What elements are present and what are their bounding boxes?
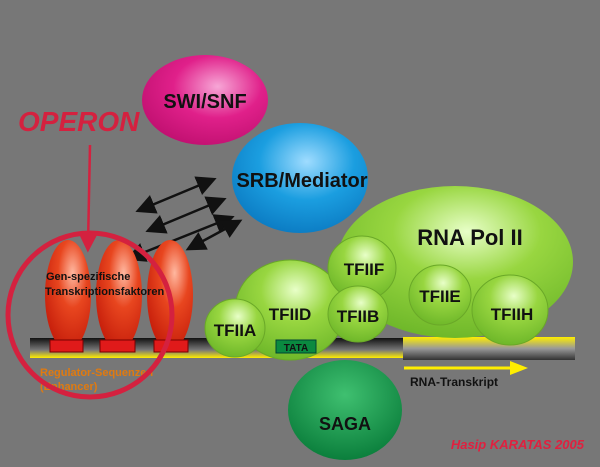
tfiih xyxy=(471,274,549,346)
author-credit: Hasip KARATAS 2005 xyxy=(451,437,585,452)
transcription-factors-label: Transkriptionsfaktoren xyxy=(45,286,164,298)
double-arrow xyxy=(185,219,243,251)
transcribed-region xyxy=(403,337,575,360)
transcription-factor xyxy=(96,240,142,350)
tfiie xyxy=(408,264,472,326)
interaction-arrows xyxy=(125,176,243,262)
saga-complex xyxy=(288,360,402,460)
rna-transcript-label: RNA-Transkript xyxy=(410,375,498,389)
operon-label: OPERON xyxy=(18,106,140,137)
regulator-sequences-label: Regulator-Sequenzen xyxy=(40,367,153,379)
rna-pol-ii-label: RNA Pol II xyxy=(417,225,523,250)
tfiie-label: TFIIE xyxy=(419,287,461,306)
operon-arrow xyxy=(78,144,99,253)
tfiif-label: TFIIF xyxy=(344,260,385,279)
tfiia-label: TFIIA xyxy=(214,321,257,340)
transcript-arrow-head xyxy=(510,361,528,375)
tfiih-label: TFIIH xyxy=(491,305,534,324)
tfiib-label: TFIIB xyxy=(337,307,380,326)
srb-mediator-label: SRB/Mediator xyxy=(236,170,367,192)
swi-snf-complex xyxy=(142,55,268,145)
tfiib xyxy=(327,285,389,343)
regulator-box xyxy=(153,339,189,353)
tfiia xyxy=(204,298,266,358)
saga-label: SAGA xyxy=(319,414,371,434)
swi-snf-label: SWI/SNF xyxy=(163,91,246,113)
srb-mediator-complex xyxy=(232,123,368,233)
tata-label: TATA xyxy=(284,343,308,354)
tata-box xyxy=(275,339,317,354)
transcription-factor xyxy=(45,240,91,350)
tfiid-label: TFIID xyxy=(269,305,312,324)
regulator-box xyxy=(49,339,84,353)
gen-specific-label: Gen-spezifische xyxy=(46,271,130,283)
regulator-box xyxy=(99,339,136,353)
